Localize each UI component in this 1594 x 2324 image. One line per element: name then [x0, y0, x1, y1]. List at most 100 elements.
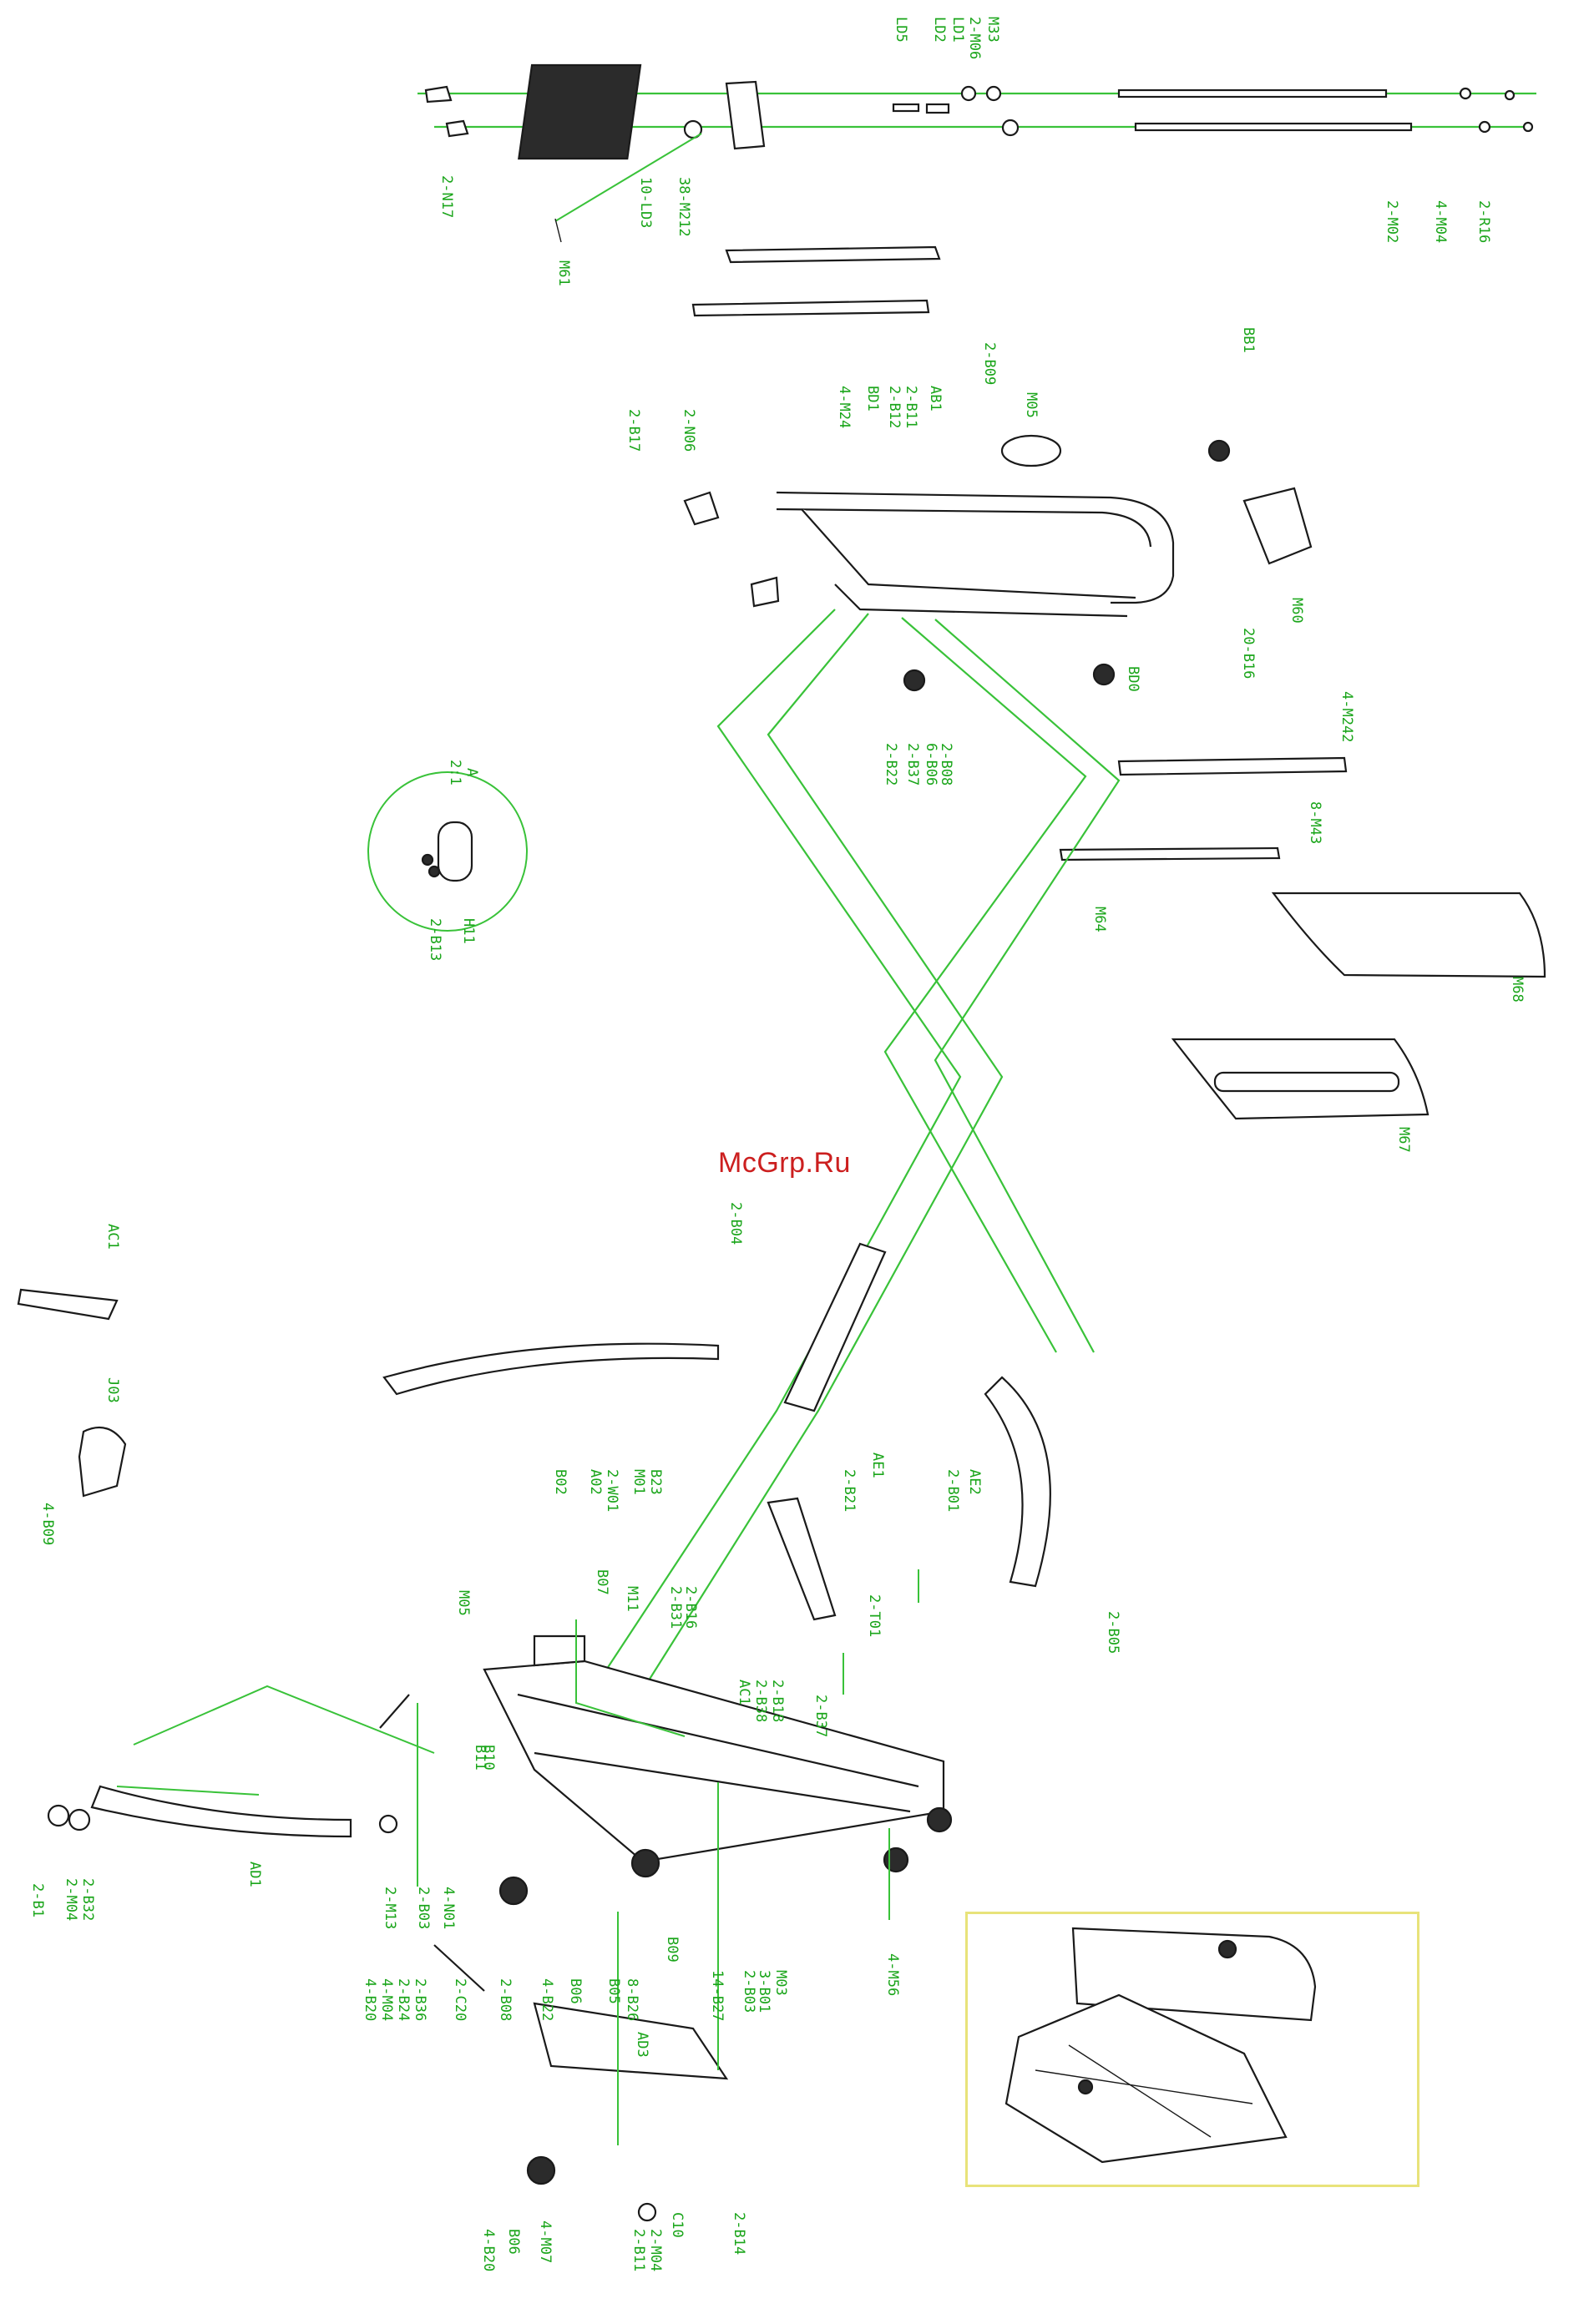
- label-mid-1: M67: [1395, 1127, 1412, 1153]
- label-upper-15: 2-B37: [904, 743, 921, 786]
- base-frame: [47, 1634, 953, 2222]
- label-top-9: 2-M02: [1384, 200, 1400, 243]
- label-bottom-35: 2-B14: [731, 2212, 747, 2255]
- label-bottom-11: 2-B1: [29, 1883, 46, 1917]
- detail-a: A 2:1: [367, 760, 528, 932]
- inset-frame: [965, 1912, 1419, 2187]
- label-mid-9: M01: [630, 1469, 647, 1495]
- label-mid-19: 2-B31: [667, 1586, 684, 1629]
- label-bottom-21: M03: [772, 1970, 789, 1996]
- label-mid-18: M11: [624, 1586, 640, 1612]
- label-bottom-24: 4-M04: [378, 1978, 395, 2021]
- label-upper-3: BD1: [864, 386, 881, 412]
- label-top-4: M33: [984, 17, 1001, 43]
- label-upper-9: BB1: [1240, 327, 1257, 353]
- label-bottom-22: 4-M56: [884, 1953, 901, 1996]
- label-bottom-18: 14-B27: [709, 1970, 726, 2021]
- label-set-upper: 2-B17 2-N06 4-M24 BD1 2-B12 2-B11 AB1 2-…: [625, 327, 1355, 932]
- label-bottom-2: 2-B18: [769, 1680, 786, 1722]
- label-mid-23: H11: [460, 918, 477, 944]
- label-mid-11: 2-B21: [841, 1469, 858, 1512]
- label-upper-4: 2-B12: [886, 386, 903, 428]
- label-top-3: 2-M06: [966, 17, 983, 59]
- label-bottom-1: 2-B38: [752, 1680, 769, 1722]
- watermark-text: McGrp.Ru: [718, 1147, 851, 1179]
- label-mid-20: 2-B16: [682, 1586, 699, 1629]
- label-mid-16: M05: [455, 1590, 472, 1616]
- label-mid-14: 2-B01: [944, 1469, 961, 1512]
- label-top-11: 2-R16: [1475, 200, 1492, 243]
- label-top-0: LD5: [893, 17, 909, 43]
- label-bottom-15: 8-B26: [624, 1978, 640, 2021]
- label-bottom-5: AD1: [246, 1862, 263, 1887]
- label-upper-19: M64: [1091, 907, 1108, 932]
- label-bottom-34: C10: [669, 2212, 686, 2238]
- label-mid-4: 4-B09: [39, 1503, 56, 1545]
- label-bottom-17: B09: [664, 1937, 681, 1963]
- inset-assembly-view: [1004, 1927, 1317, 2164]
- label-bottom-33: 2-M04: [647, 2229, 664, 2271]
- label-bottom-25: 2-B24: [395, 1978, 412, 2021]
- label-top-2: LD1: [949, 17, 966, 43]
- label-upper-10: M60: [1288, 598, 1305, 624]
- label-upper-11: BD0: [1125, 666, 1141, 692]
- label-bottom-32: 2-B11: [630, 2229, 647, 2271]
- connector-hoses: [584, 609, 1121, 1704]
- label-upper-7: 2-B09: [981, 342, 998, 385]
- label-bottom-7: 2-B03: [415, 1887, 432, 1929]
- label-upper-17: 4-M242: [1338, 691, 1355, 742]
- label-mid-13: AE2: [966, 1469, 983, 1495]
- label-upper-2: 4-M24: [836, 386, 853, 428]
- label-upper-16: 20-B16: [1240, 628, 1257, 679]
- label-mid-15: 2-B05: [1105, 1611, 1121, 1654]
- label-bottom-26: 2-B36: [412, 1978, 428, 2021]
- label-bottom-8: 4-N01: [440, 1887, 457, 1929]
- label-mid-10: B23: [647, 1469, 664, 1495]
- label-set-bottom: AC1 2-B38 2-B18 2-B37 B10 AD1 2-M13 2-B0…: [29, 1680, 901, 2271]
- label-mid-22: B11: [472, 1745, 488, 1771]
- label-mid-6: B02: [552, 1469, 569, 1495]
- label-mid-3: J03: [104, 1377, 121, 1403]
- label-bottom-28: AD3: [634, 2032, 650, 2058]
- label-bottom-3: 2-B37: [812, 1695, 829, 1737]
- label-bottom-12: 2-B08: [497, 1978, 514, 2021]
- label-bottom-20: 2-B03: [741, 1970, 757, 2013]
- top-rail-assembly: [417, 63, 1536, 243]
- side-panels: [1171, 892, 1546, 1120]
- label-upper-1: 2-N06: [681, 409, 697, 452]
- label-set-mid: M68 M67 AC1 J03 4-B09 2-B04 B02 A02 2-W0…: [39, 918, 1526, 1771]
- label-set-top: LD5 LD2 LD1 2-M06 M33 2-N17 10-LD3 38-M2…: [438, 17, 1492, 286]
- label-bottom-23: 4-B20: [362, 1978, 378, 2021]
- label-mid-21: 2-T01: [866, 1594, 883, 1637]
- label-upper-6: AB1: [927, 386, 944, 412]
- label-mid-2: AC1: [104, 1224, 121, 1250]
- label-bottom-27: 2-C20: [452, 1978, 468, 2021]
- label-bottom-14: B06: [567, 1978, 584, 2004]
- label-bottom-30: B06: [505, 2229, 522, 2255]
- label-bottom-16: B05: [605, 1978, 622, 2004]
- label-upper-13: 6-B06: [923, 743, 939, 786]
- detail-letter: A: [463, 768, 480, 776]
- label-mid-0: M68: [1509, 977, 1526, 1003]
- label-mid-5: 2-B04: [727, 1202, 744, 1245]
- label-mid-24: 2-B13: [427, 918, 443, 961]
- label-mid-8: 2-W01: [604, 1469, 620, 1512]
- label-bottom-31: 4-M07: [537, 2220, 554, 2263]
- upper-frame: [683, 434, 1313, 692]
- label-bottom-10: 2-M04: [63, 1878, 79, 1921]
- detail-scale: 2:1: [447, 760, 463, 786]
- label-bottom-4: B10: [480, 1745, 497, 1771]
- label-upper-18: 8-M43: [1307, 801, 1323, 844]
- label-bottom-13: 4-B22: [539, 1978, 555, 2021]
- middle-arms: [17, 1242, 1051, 1621]
- label-upper-0: 2-B17: [625, 409, 642, 452]
- label-top-7: 38-M212: [676, 177, 692, 237]
- slat-panels: [691, 245, 1348, 861]
- label-upper-5: 2-B11: [903, 386, 919, 428]
- label-top-5: 2-N17: [438, 175, 455, 218]
- label-bottom-6: 2-M13: [382, 1887, 398, 1929]
- label-bottom-9: 2-B32: [79, 1878, 96, 1921]
- leader-lines: [116, 1569, 919, 2145]
- label-upper-8: M05: [1023, 392, 1040, 418]
